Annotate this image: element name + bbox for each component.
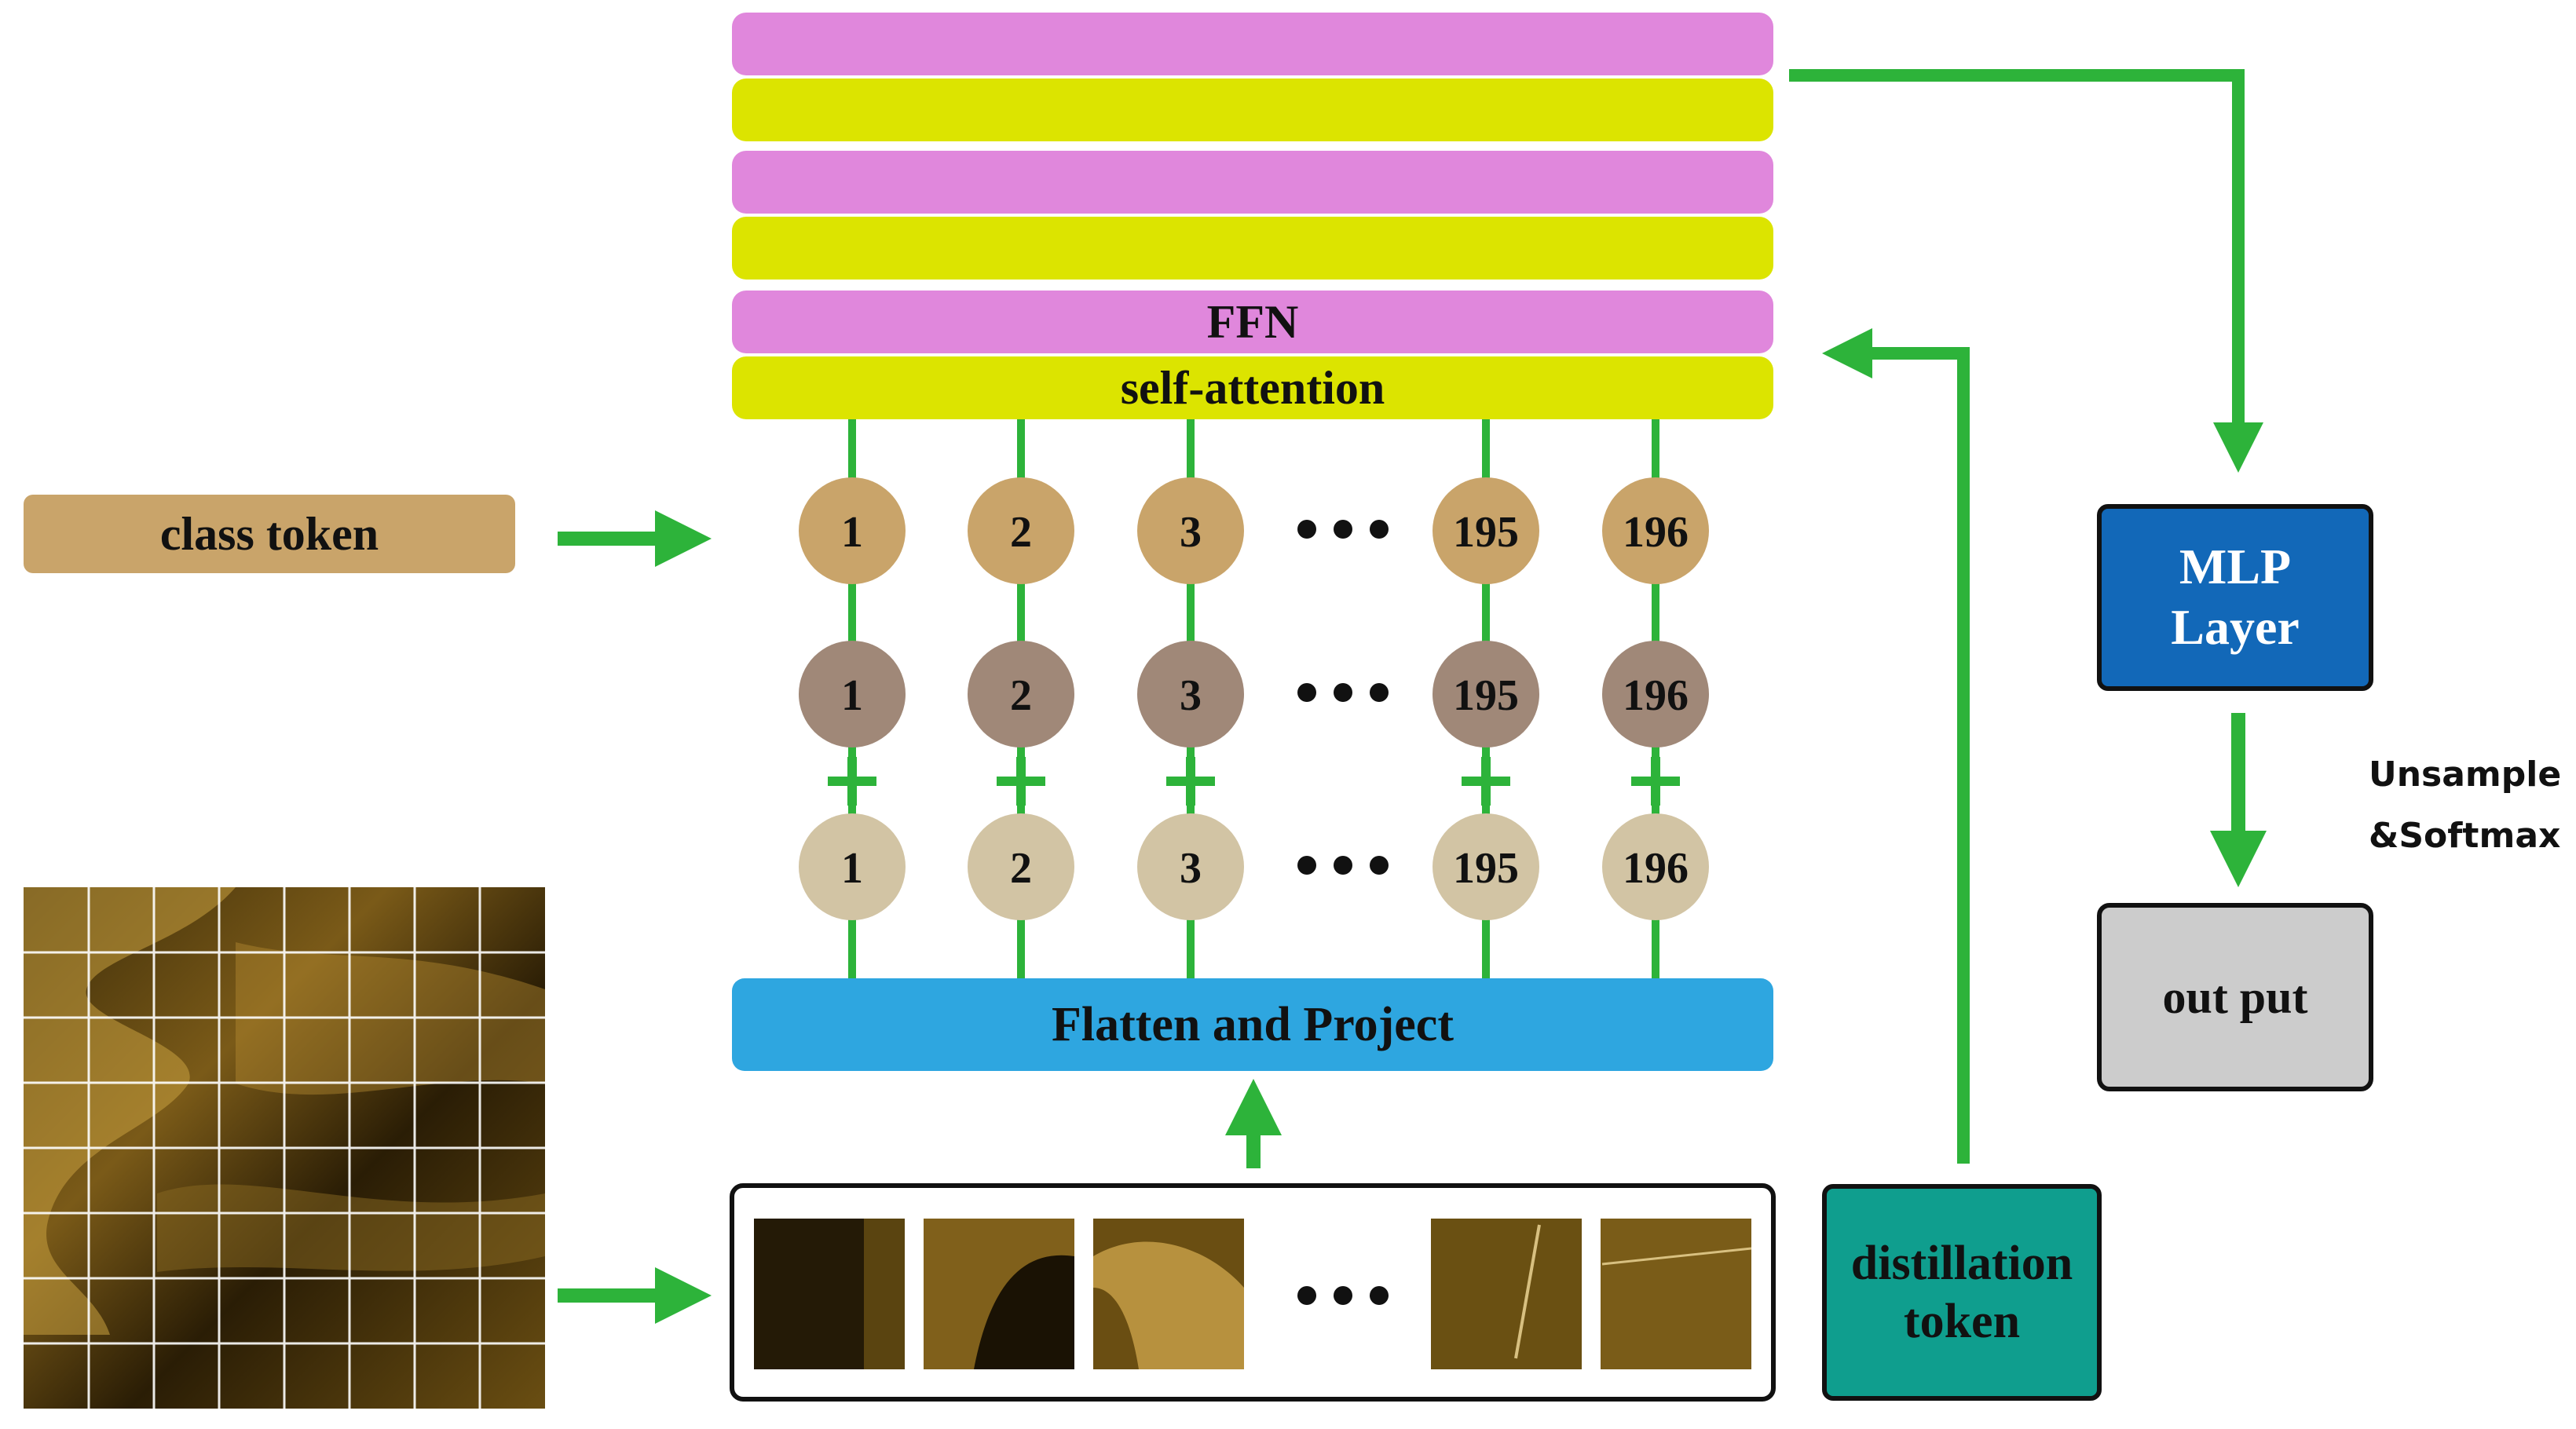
class-node-label-3: 3	[1180, 508, 1202, 557]
patch-image-1	[754, 1219, 905, 1369]
patch-image-196	[1601, 1219, 1752, 1369]
output-box: out put	[2097, 903, 2373, 1091]
patch-embed-node-1	[799, 813, 906, 920]
pos-node-label-2: 2	[1010, 671, 1032, 720]
transformer-layer-attention-2	[732, 217, 1773, 280]
patch-image-2	[924, 1219, 1074, 1369]
pos-embed-node-1	[799, 641, 906, 747]
class-token-box: class token	[24, 495, 515, 573]
class-node-label-1: 1	[841, 508, 863, 557]
self-attention-layer: self-attention	[732, 356, 1773, 419]
flatten-project-bar: Flatten and Project	[732, 978, 1773, 1071]
patch-image-195	[1431, 1219, 1582, 1369]
plus-signs	[828, 757, 1680, 806]
class-token-label: class token	[159, 507, 379, 560]
class-token-node-1	[799, 477, 906, 584]
pos-embed-node-2	[968, 641, 1074, 747]
transformer-layer-attention-3	[732, 79, 1773, 141]
patch-strip	[730, 1183, 1776, 1402]
output-label: out put	[2162, 970, 2308, 1023]
flatten-project-label: Flatten and Project	[1052, 997, 1454, 1051]
patch-node-label-196: 196	[1623, 844, 1689, 893]
ffn-layer: FFN	[732, 291, 1773, 353]
patch-node-label-2: 2	[1010, 844, 1032, 893]
distillation-label-line1: distillation	[1850, 1236, 2073, 1290]
class-token-row: 1 2 3 195 196	[799, 477, 1709, 584]
patch-embed-node-195	[1433, 813, 1539, 920]
ellipsis-dots-4	[1297, 1286, 1389, 1305]
mlp-layer-box: MLP Layer	[2097, 504, 2373, 691]
ellipsis-dots-2	[1297, 683, 1389, 702]
class-token-node-2	[968, 477, 1074, 584]
mlp-label-line1: MLP	[2179, 539, 2292, 595]
patch-embedding-row: 1 2 3 195 196	[799, 813, 1709, 920]
patch-embed-node-196	[1602, 813, 1709, 920]
distillation-label-line2: token	[1903, 1295, 2021, 1348]
softmax-line2: &Softmax	[2369, 816, 2561, 856]
pos-node-label-1: 1	[841, 671, 863, 720]
patch-node-label-1: 1	[841, 844, 863, 893]
stack-to-mlp-arrow	[1789, 69, 2263, 473]
input-image	[24, 887, 545, 1409]
class-token-node-196	[1602, 477, 1709, 584]
transformer-layer-ffn-2	[732, 151, 1773, 214]
distillation-arrow	[1822, 328, 1970, 1164]
softmax-label: Unsample &Softmax	[2369, 744, 2561, 867]
class-node-label-196: 196	[1623, 508, 1689, 557]
ellipsis-dots-3	[1297, 856, 1389, 875]
patch-node-label-195: 195	[1453, 844, 1519, 893]
pos-embed-node-195	[1433, 641, 1539, 747]
distillation-token-box: distillation token	[1822, 1184, 2102, 1401]
self-attention-label: self-attention	[1120, 361, 1385, 414]
class-token-node-3	[1137, 477, 1244, 584]
class-node-label-195: 195	[1453, 508, 1519, 557]
pos-node-label-196: 196	[1623, 671, 1689, 720]
position-embedding-row: 1 2 3 195 196	[799, 641, 1709, 747]
patch-embed-node-3	[1137, 813, 1244, 920]
pos-node-label-195: 195	[1453, 671, 1519, 720]
patch-image-3	[1093, 1219, 1244, 1369]
pos-embed-node-196	[1602, 641, 1709, 747]
ffn-label: FFN	[1206, 295, 1299, 348]
softmax-line1: Unsample	[2369, 755, 2562, 795]
patch-node-label-3: 3	[1180, 844, 1202, 893]
class-token-node-195	[1433, 477, 1539, 584]
mlp-label-line2: Layer	[2171, 599, 2300, 655]
ellipsis-dots-1	[1297, 520, 1389, 539]
pos-node-label-3: 3	[1180, 671, 1202, 720]
class-node-label-2: 2	[1010, 508, 1032, 557]
pos-embed-node-3	[1137, 641, 1244, 747]
transformer-layer-ffn-3	[732, 13, 1773, 75]
patch-embed-node-2	[968, 813, 1074, 920]
